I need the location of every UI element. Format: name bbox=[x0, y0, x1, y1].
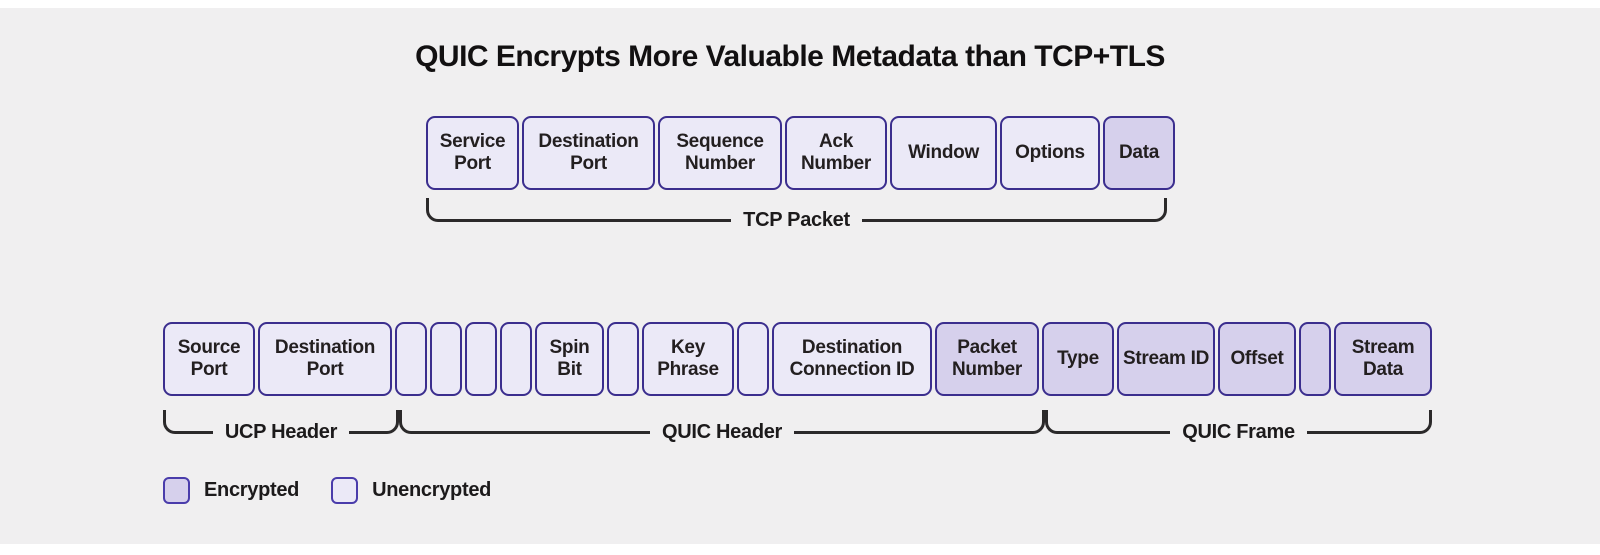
legend-swatch-encrypted bbox=[163, 477, 190, 504]
tcp-field-options: Options bbox=[1000, 116, 1100, 190]
field-label: Destination Port bbox=[274, 336, 376, 380]
quic-field-stream-data: Stream Data bbox=[1334, 322, 1432, 396]
field-label: Offset bbox=[1230, 347, 1284, 369]
brace-line-left bbox=[163, 409, 213, 434]
quic-field-destination-connection-id: Destination Connection ID bbox=[772, 322, 932, 396]
field-label: Ack Number bbox=[801, 130, 871, 174]
field-label: Stream Data bbox=[1351, 336, 1415, 380]
field-label: Source Port bbox=[177, 336, 241, 380]
brace-line-right bbox=[1306, 409, 1432, 434]
quic-spacer-field bbox=[1299, 322, 1331, 396]
field-label: Data bbox=[1119, 141, 1159, 163]
quic-field-source-port: Source Port bbox=[163, 322, 255, 396]
legend: Encrypted Unencrypted bbox=[163, 477, 491, 504]
field-label: Service Port bbox=[439, 130, 506, 174]
brace-label-ucp-header: UCP Header bbox=[224, 420, 338, 443]
brace-line-right bbox=[861, 197, 1168, 222]
tcp-field-sequence-number: Sequence Number bbox=[658, 116, 782, 190]
quic-spacer-field bbox=[607, 322, 639, 396]
field-label: Stream ID bbox=[1122, 347, 1209, 369]
brace-label-tcp-packet: TCP Packet bbox=[743, 208, 850, 231]
quic-spacer-field bbox=[465, 322, 497, 396]
brace-line-left bbox=[399, 409, 650, 434]
tcp-field-window: Window bbox=[890, 116, 997, 190]
legend-swatch-unencrypted bbox=[331, 477, 359, 504]
quic-field-packet-number: Packet Number bbox=[935, 322, 1039, 396]
tcp-field-data: Data bbox=[1103, 116, 1175, 190]
brace-line-left bbox=[426, 197, 732, 222]
diagram-title: QUIC Encrypts More Valuable Metadata tha… bbox=[415, 40, 1165, 73]
legend-label: Unencrypted bbox=[372, 479, 492, 501]
quic-packet-row: Source Port Destination Port Spin Bit Key P… bbox=[163, 322, 1432, 396]
brace-line-left bbox=[1045, 409, 1171, 434]
diagram-background bbox=[0, 8, 1600, 544]
brace-line-right bbox=[794, 409, 1046, 434]
quic-frame-brace: QUIC Frame bbox=[1045, 408, 1432, 456]
quic-field-destination-port: Destination Port bbox=[258, 322, 392, 396]
legend-label: Encrypted bbox=[204, 479, 300, 501]
quic-spacer-field bbox=[395, 322, 427, 396]
quic-header-brace: QUIC Header bbox=[399, 408, 1046, 456]
field-label: Window bbox=[908, 141, 979, 163]
field-label: Sequence Number bbox=[676, 130, 764, 174]
field-label: Destination Connection ID bbox=[789, 336, 915, 380]
field-label: Packet Number bbox=[952, 336, 1022, 380]
ucp-header-brace: UCP Header bbox=[163, 408, 399, 456]
brace-line-right bbox=[349, 409, 399, 434]
quic-spacer-field bbox=[430, 322, 462, 396]
quic-field-spin-bit: Spin Bit bbox=[535, 322, 604, 396]
quic-spacer-field bbox=[500, 322, 532, 396]
field-label: Destination Port bbox=[538, 130, 639, 174]
field-label: Options bbox=[1015, 141, 1085, 163]
quic-field-key-phrase: Key Phrase bbox=[642, 322, 734, 396]
field-label: Spin Bit bbox=[549, 336, 590, 380]
brace-label-quic-frame: QUIC Frame bbox=[1182, 420, 1295, 443]
tcp-packet-row: Service Port Destination Port Sequence Num… bbox=[426, 116, 1175, 190]
quic-field-stream-id: Stream ID bbox=[1117, 322, 1215, 396]
quic-spacer-field bbox=[737, 322, 769, 396]
field-label: Key Phrase bbox=[657, 336, 719, 380]
brace-label-quic-header: QUIC Header bbox=[661, 420, 783, 443]
field-label: Type bbox=[1057, 347, 1099, 369]
tcp-field-destination-port: Destination Port bbox=[522, 116, 655, 190]
legend-item-encrypted: Encrypted bbox=[163, 477, 299, 504]
quic-field-offset: Offset bbox=[1218, 322, 1296, 396]
legend-item-unencrypted: Unencrypted bbox=[331, 477, 491, 504]
tcp-field-service-port: Service Port bbox=[426, 116, 519, 190]
tcp-packet-brace: TCP Packet bbox=[426, 196, 1168, 244]
tcp-field-ack-number: Ack Number bbox=[785, 116, 887, 190]
quic-field-type: Type bbox=[1042, 322, 1114, 396]
